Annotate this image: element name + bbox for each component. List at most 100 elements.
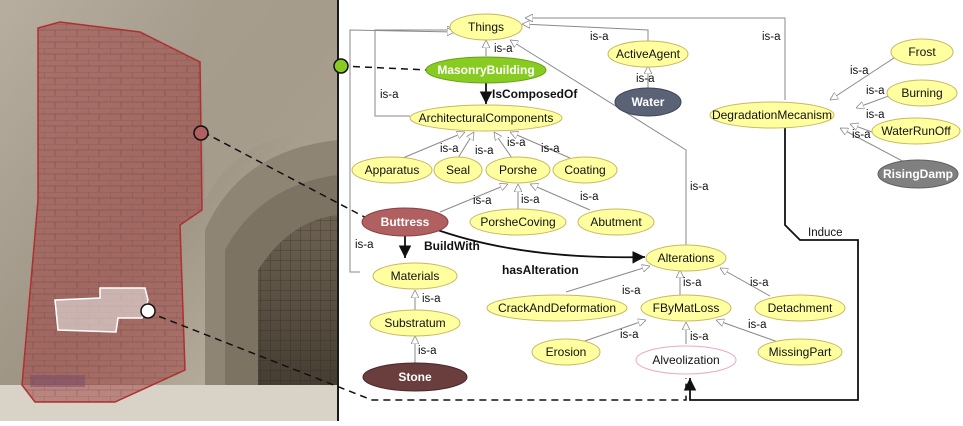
label-buildwith: BuildWith bbox=[424, 239, 480, 253]
edge-frost-degradation bbox=[830, 53, 901, 100]
edge-coating-archcomp bbox=[510, 132, 571, 159]
label-isa-abutment: is-a bbox=[580, 191, 599, 203]
node-erosion-label: Erosion bbox=[546, 345, 587, 359]
node-architecturalcomponents: ArchitecturalComponents bbox=[409, 104, 563, 132]
node-buttress-label: Buttress bbox=[381, 215, 430, 229]
connector-masonry bbox=[340, 65, 429, 71]
label-isa-activeagent: is-a bbox=[590, 31, 609, 43]
node-detachment: Detachment bbox=[754, 294, 846, 322]
node-burning: Burning bbox=[886, 79, 958, 107]
label-isa-degradation: is-a bbox=[762, 31, 781, 43]
node-stone: Stone bbox=[362, 362, 468, 392]
node-frost-label: Frost bbox=[908, 45, 936, 59]
node-porshecoving: PorsheCoving bbox=[469, 208, 567, 236]
label-isa-masonry: is-a bbox=[494, 43, 513, 55]
node-crackanddeformation-label: CrackAndDeformation bbox=[498, 301, 616, 315]
node-things-label: Things bbox=[468, 20, 504, 34]
edge-labels: is-a is-a is-a is-a is-a is-a is-a is-a … bbox=[355, 31, 885, 357]
edge-activeagent-things bbox=[522, 24, 649, 42]
edge-materials-things bbox=[349, 30, 455, 273]
node-porshe-label: Porshe bbox=[499, 163, 537, 177]
node-burning-label: Burning bbox=[901, 86, 942, 100]
buttress-bricks bbox=[22, 22, 202, 402]
marker-alveolization bbox=[140, 303, 156, 319]
node-stone-label: Stone bbox=[398, 370, 432, 384]
node-things: Things bbox=[449, 13, 523, 41]
photo-mark bbox=[30, 375, 85, 387]
node-risingdamp: RisingDamp bbox=[877, 159, 959, 189]
label-isa-apparatus: is-a bbox=[440, 143, 459, 155]
label-isa-waterrunoff: is-a bbox=[866, 109, 885, 121]
node-activeagent: ActiveAgent bbox=[607, 40, 689, 68]
label-isa-stone: is-a bbox=[418, 345, 437, 357]
edge-abutment-porshe bbox=[530, 184, 591, 211]
node-coating-label: Coating bbox=[564, 163, 605, 177]
connector-buttress bbox=[202, 131, 375, 223]
node-porshe: Porshe bbox=[485, 156, 551, 184]
node-fbymatloss: FByMatLoss bbox=[640, 294, 732, 322]
ontology-nodes: Things MasonryBuilding ActiveAgent Water… bbox=[351, 13, 961, 392]
node-materials-label: Materials bbox=[391, 269, 440, 283]
node-architecturalcomponents-label: ArchitecturalComponents bbox=[419, 111, 554, 125]
panel-divider bbox=[337, 0, 339, 421]
edge-crack-alterations bbox=[565, 266, 650, 293]
node-materials: Materials bbox=[372, 262, 458, 290]
edge-missingpart-fbymat bbox=[716, 320, 779, 343]
node-water-label: Water bbox=[632, 95, 665, 109]
label-isa-porshe: is-a bbox=[507, 137, 526, 149]
node-apparatus: Apparatus bbox=[351, 156, 433, 184]
edge-archcomp-things bbox=[374, 30, 455, 117]
label-isa-crack: is-a bbox=[622, 285, 641, 297]
node-waterrunoff: WaterRunOff bbox=[871, 117, 961, 145]
edge-hasalteration bbox=[431, 227, 646, 264]
node-missingpart-label: MissingPart bbox=[769, 345, 832, 359]
node-activeagent-label: ActiveAgent bbox=[616, 47, 681, 61]
edge-apparatus-archcomp bbox=[397, 132, 465, 161]
edge-seal-archcomp bbox=[457, 132, 474, 159]
node-risingdamp-label: RisingDamp bbox=[883, 167, 953, 181]
label-iscomposedof: IsComposedOf bbox=[492, 87, 578, 101]
label-isa-archcomp: is-a bbox=[380, 89, 399, 101]
node-porshecoving-label: PorsheCoving bbox=[480, 215, 555, 229]
node-seal-label: Seal bbox=[446, 163, 470, 177]
relation-edges bbox=[398, 82, 859, 401]
label-isa-alterations: is-a bbox=[690, 181, 709, 193]
label-isa-risingdamp: is-a bbox=[852, 129, 871, 141]
node-coating: Coating bbox=[552, 156, 618, 184]
edge-induce bbox=[683, 128, 859, 401]
label-isa-detachment: is-a bbox=[750, 277, 769, 289]
label-hasalteration: hasAlteration bbox=[502, 263, 579, 277]
label-isa-water: is-a bbox=[636, 73, 655, 85]
node-alveolization-label: Alveolization bbox=[652, 353, 719, 367]
node-buttress: Buttress bbox=[361, 207, 449, 237]
edge-detachment-alterations bbox=[720, 268, 771, 297]
label-isa-erosion: is-a bbox=[620, 329, 639, 341]
marker-buttress bbox=[193, 125, 209, 141]
node-degradationmecanism: DegradationMecanism bbox=[709, 101, 835, 129]
node-alterations: Alterations bbox=[645, 244, 727, 272]
edge-porshe-archcomp bbox=[494, 132, 513, 159]
node-masonrybuilding: MasonryBuilding bbox=[425, 56, 547, 84]
edge-erosion-fbymat bbox=[581, 320, 646, 343]
photo-upper-arch bbox=[200, 0, 338, 200]
node-detachment-label: Detachment bbox=[768, 301, 833, 315]
node-water: Water bbox=[614, 87, 682, 117]
label-isa-seal: is-a bbox=[475, 145, 494, 157]
photo-door-grid bbox=[258, 215, 338, 421]
node-substratum-label: Substratum bbox=[384, 316, 445, 330]
node-alveolization: Alveolization bbox=[635, 345, 737, 375]
node-abutment: Abutment bbox=[577, 208, 655, 236]
church-buttress-photo bbox=[0, 0, 339, 421]
node-substratum: Substratum bbox=[369, 309, 461, 337]
edge-alterations-things bbox=[510, 40, 687, 245]
edge-risingdamp-degradation bbox=[840, 127, 909, 165]
label-isa-alveolization: is-a bbox=[690, 331, 709, 343]
node-frost: Frost bbox=[890, 38, 954, 66]
label-induce: Induce bbox=[808, 227, 843, 239]
edge-waterrunoff-degradation bbox=[850, 124, 873, 133]
marker-masonry bbox=[333, 58, 349, 74]
node-erosion: Erosion bbox=[531, 338, 601, 366]
node-crackanddeformation: CrackAndDeformation bbox=[486, 294, 628, 322]
node-masonrybuilding-label: MasonryBuilding bbox=[437, 63, 534, 77]
label-isa-fbymat: is-a bbox=[683, 277, 702, 289]
